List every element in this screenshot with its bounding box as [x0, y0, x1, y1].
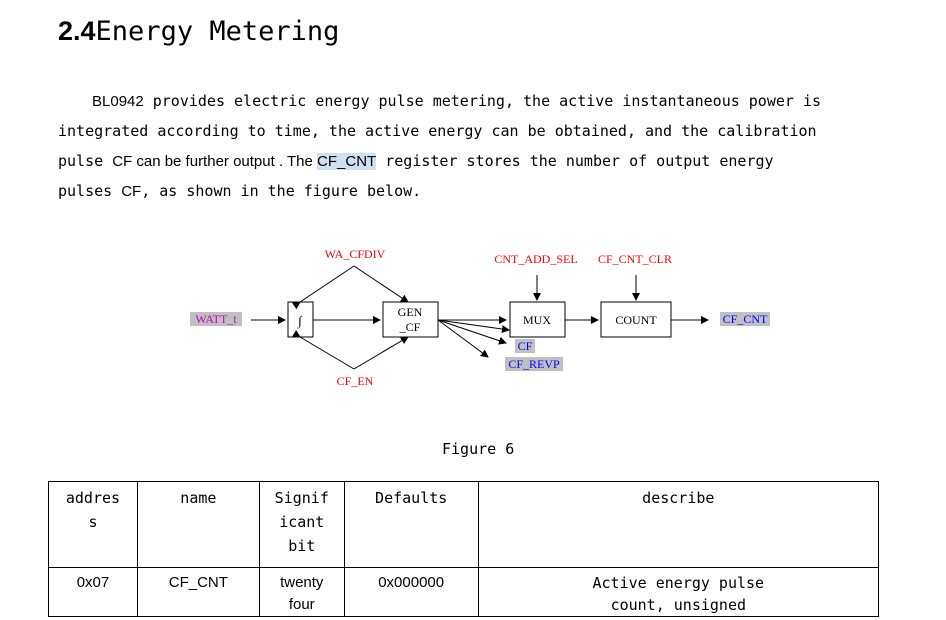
paragraph-line-2: integrated according to time, the active… — [58, 116, 848, 146]
header-name: name — [136, 481, 260, 568]
count-block — [600, 301, 672, 338]
paragraph-line-4: pulses CF, as shown in the figure below. — [58, 176, 848, 206]
register-table: addres s name Signif icant bit Defaults … — [48, 481, 880, 617]
figure-caption: Figure 6 — [442, 440, 515, 458]
table-row: 0x07 CF_CNT twenty four 0x000000 Active … — [48, 567, 880, 617]
paragraph-line-1: BL0942 provides electric energy pulse me… — [58, 86, 848, 116]
paragraph-text: pulses — [58, 182, 122, 200]
cell-name: CF_CNT — [136, 567, 260, 617]
cell-describe: Active energy pulse count, unsigned — [477, 567, 880, 617]
cf-label-highlight — [515, 339, 535, 353]
chip-name: BL0942 — [92, 93, 144, 110]
section-title: Energy Metering — [95, 16, 340, 47]
section-heading: 2.4Energy Metering — [58, 16, 339, 47]
paragraph-text: provides electric energy pulse metering,… — [143, 92, 822, 110]
count-label: COUNT — [615, 313, 657, 327]
wa-cfdiv-left-line — [291, 265, 355, 310]
cf-en-label: CF_EN — [337, 374, 374, 388]
cell-defaults: 0x000000 — [343, 567, 479, 617]
cf-revp-label: CF_REVP — [508, 357, 560, 371]
cf-revp-label-highlight — [505, 357, 563, 371]
cnt-add-sel-label: CNT_ADD_SEL — [494, 252, 577, 266]
integral-icon: ∫ — [297, 313, 303, 329]
gen-to-cf-arrow — [437, 319, 507, 345]
watt-t-label: WATT_t — [195, 312, 237, 326]
paragraph-text: CF can be further output . The — [112, 153, 318, 170]
gen-cf-block — [382, 301, 439, 338]
section-number: 2.4 — [58, 16, 96, 46]
cf-output-label: CF — [518, 339, 533, 353]
cell-significant-bit: twenty four — [258, 567, 345, 617]
header-describe: describe — [477, 481, 880, 568]
cf-en-left-line — [291, 329, 355, 370]
cf-cnt-register-ref: CF_CNT — [317, 153, 377, 170]
paragraph-text: , as shown in the figure below. — [141, 182, 422, 200]
cf-cnt-output-label: CF_CNT — [723, 312, 768, 326]
cell-address: 0x07 — [48, 567, 138, 617]
watt-label-highlight — [190, 312, 242, 326]
header-defaults: Defaults — [343, 481, 479, 568]
wa-cfdiv-right-line — [353, 265, 409, 303]
header-address: addres s — [48, 481, 138, 568]
paragraph-text: register stores the number of output ene… — [376, 152, 774, 170]
paragraph-line-3: pulse CF can be further output . The CF_… — [58, 146, 848, 176]
gen-to-cf-revp-arrow — [437, 319, 489, 358]
description-paragraph: BL0942 provides electric energy pulse me… — [58, 86, 848, 206]
cf-ref: CF — [121, 183, 142, 200]
cf-en-right-line — [353, 336, 409, 370]
gen-cf-label-line1: GEN — [398, 305, 423, 319]
mux-label: MUX — [523, 313, 551, 327]
cf-cnt-clr-label: CF_CNT_CLR — [598, 252, 672, 266]
header-significant-bit: Signif icant bit — [258, 481, 345, 568]
table-header-row: addres s name Signif icant bit Defaults … — [48, 481, 880, 568]
energy-metering-diagram: WATT_t ∫ WA_CFDIV CF_EN GEN _CF CF CF_RE… — [190, 247, 770, 388]
gen-cf-label-line2: _CF — [399, 320, 421, 334]
wa-cfdiv-label: WA_CFDIV — [325, 247, 386, 261]
cf-cnt-label-highlight — [720, 312, 770, 326]
paragraph-text: pulse — [58, 152, 113, 170]
paragraph-text: integrated according to time, the active… — [58, 122, 817, 140]
gen-to-mux-arrow-2 — [437, 319, 510, 333]
